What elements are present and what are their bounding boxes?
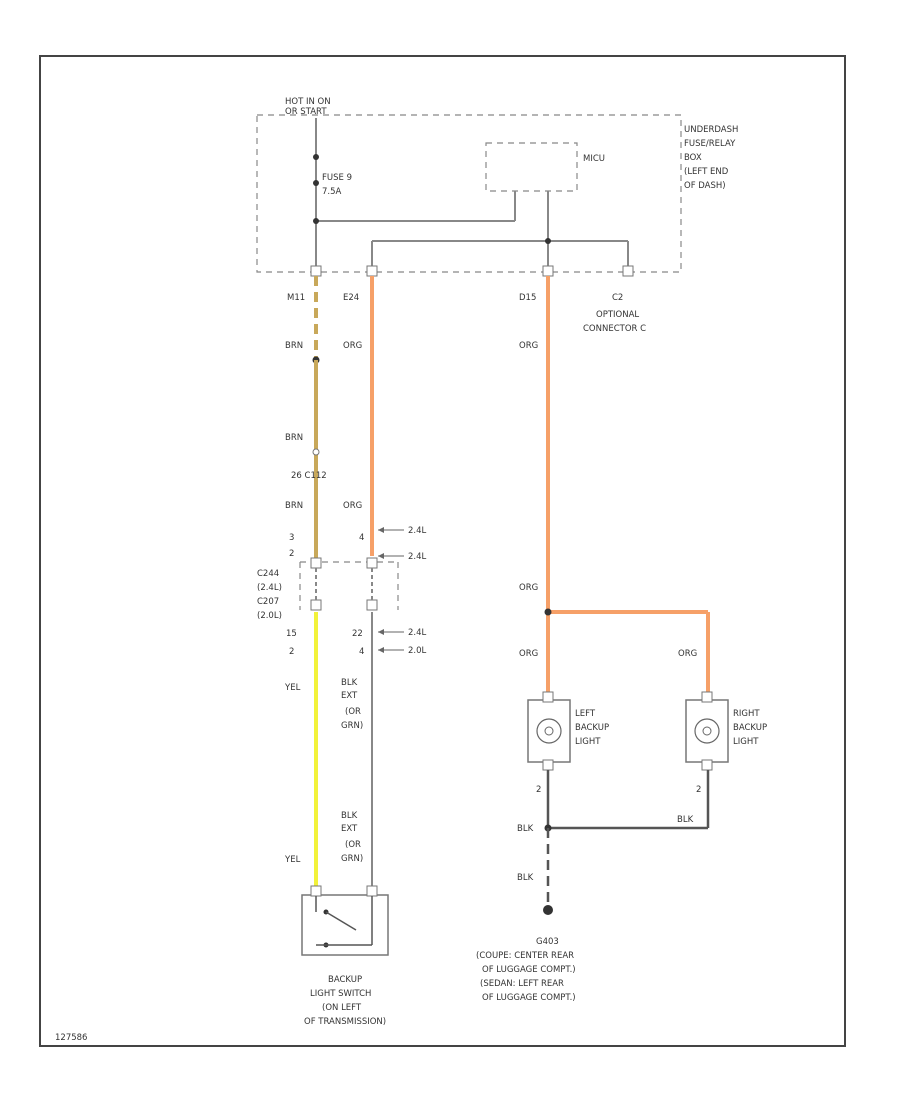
pin-15: 15 — [286, 629, 297, 639]
wire-label-org-5: ORG — [519, 649, 538, 659]
engine-upper-b: 2.4L — [408, 552, 427, 562]
hot-label-line1: HOT IN ON — [285, 97, 331, 107]
engine-upper-a: 2.4L — [408, 526, 427, 536]
pin-3: 3 — [289, 533, 294, 543]
wire-label-yel-1: YEL — [284, 683, 301, 693]
diagram-frame — [39, 55, 846, 1047]
ground-desc-3: (SEDAN: LEFT REAR — [480, 979, 564, 989]
right-backup-lamp — [685, 691, 729, 771]
connector-label-4: (2.0L) — [257, 611, 282, 621]
pin-d15 — [542, 265, 554, 277]
wire-label-brn-1: BRN — [285, 341, 303, 351]
blk-a-3: (OR — [345, 707, 361, 717]
optional-connector-2: CONNECTOR C — [583, 324, 646, 334]
left-lamp-label-2: BACKUP — [575, 723, 609, 733]
fuse-box-label-2: FUSE/RELAY — [684, 139, 736, 149]
pin-label-e24: E24 — [343, 293, 359, 303]
ground-desc-1: (COUPE: CENTER REAR — [476, 951, 574, 961]
pin-4-low: 4 — [359, 647, 364, 657]
pin-2-lamp-right: 2 — [696, 785, 701, 795]
switch-label-4: OF TRANSMISSION) — [304, 1017, 386, 1027]
blk-a-4: GRN) — [341, 721, 363, 731]
switch-label-2: LIGHT SWITCH — [310, 989, 371, 999]
engine-lower-a: 2.4L — [408, 628, 427, 638]
blk-b-2: EXT — [341, 824, 358, 834]
pin-2-mid: 2 — [289, 647, 294, 657]
fuse-box-label-4: (LEFT END — [684, 167, 729, 177]
engine-select-lower — [378, 629, 404, 653]
engine-select-upper — [378, 527, 404, 559]
right-lamp-label-1: RIGHT — [733, 709, 760, 719]
fuse-box-label-1: UNDERDASH — [684, 125, 738, 135]
ground-desc-2: OF LUGGAGE COMPT.) — [482, 965, 576, 975]
switch-label-3: (ON LEFT — [322, 1003, 362, 1013]
pin-label-d15: D15 — [519, 293, 536, 303]
pin-label-c2: C2 — [612, 293, 623, 303]
pin-2-left: 2 — [289, 549, 294, 559]
micu-box — [485, 142, 578, 192]
ground-desc-4: OF LUGGAGE COMPT.) — [482, 993, 576, 1003]
left-backup-lamp — [527, 691, 571, 771]
wire-label-brn-3: BRN — [285, 501, 303, 511]
blk-a-2: EXT — [341, 691, 358, 701]
wire-label-brn-2: BRN — [285, 433, 303, 443]
blk-b-1: BLK — [341, 811, 358, 821]
fuse-label-1: FUSE 9 — [322, 173, 352, 183]
left-lamp-label-1: LEFT — [575, 709, 596, 719]
left-lamp-label-3: LIGHT — [575, 737, 601, 747]
ground-id: G403 — [536, 937, 559, 947]
connector-c112: 26 C112 — [291, 471, 327, 481]
connector-c244-c207 — [299, 557, 399, 611]
pin-label-m11: M11 — [287, 293, 305, 303]
right-lamp-label-2: BACKUP — [733, 723, 767, 733]
pin-c2 — [622, 265, 634, 277]
wire-label-blk-down: BLK — [517, 873, 534, 883]
optional-connector-1: OPTIONAL — [596, 310, 639, 320]
connector-label-2: (2.4L) — [257, 583, 282, 593]
pin-22: 22 — [352, 629, 363, 639]
fuse-label-2: 7.5A — [322, 187, 342, 197]
blk-ground-wire — [543, 770, 710, 915]
pin-4: 4 — [359, 533, 364, 543]
pin-e24 — [366, 265, 378, 277]
blk-a-1: BLK — [341, 678, 358, 688]
wire-label-org-6: ORG — [678, 649, 697, 659]
right-lamp-label-3: LIGHT — [733, 737, 759, 747]
fuse-relay-box-outline — [256, 114, 682, 273]
wire-label-org-4: ORG — [519, 583, 538, 593]
fuse-box-label-3: BOX — [684, 153, 702, 163]
fuse-box-internal-wiring — [313, 118, 629, 268]
brn-wire — [312, 276, 320, 560]
engine-lower-b: 2.0L — [408, 646, 427, 656]
fuse-box-label-5: OF DASH) — [684, 181, 726, 191]
blk-b-3: (OR — [345, 840, 361, 850]
connector-label-3: C207 — [257, 597, 279, 607]
switch-label-1: BACKUP — [328, 975, 362, 985]
pin-m11 — [310, 265, 322, 277]
wire-label-blk-left: BLK — [517, 824, 534, 834]
wire-label-org-1: ORG — [343, 341, 362, 351]
wire-label-org-3: ORG — [519, 341, 538, 351]
pin-2-lamp-left: 2 — [536, 785, 541, 795]
wire-label-org-2: ORG — [343, 501, 362, 511]
figure-id: 127586 — [55, 1033, 87, 1043]
org-wire-d15 — [544, 276, 710, 692]
hot-label-line2: OR START — [285, 107, 327, 117]
micu-label: MICU — [583, 154, 605, 164]
wire-label-yel-2: YEL — [284, 855, 301, 865]
blk-b-4: GRN) — [341, 854, 363, 864]
wire-label-blk-right: BLK — [677, 815, 694, 825]
connector-label-1: C244 — [257, 569, 279, 579]
backup-light-switch — [301, 885, 389, 956]
